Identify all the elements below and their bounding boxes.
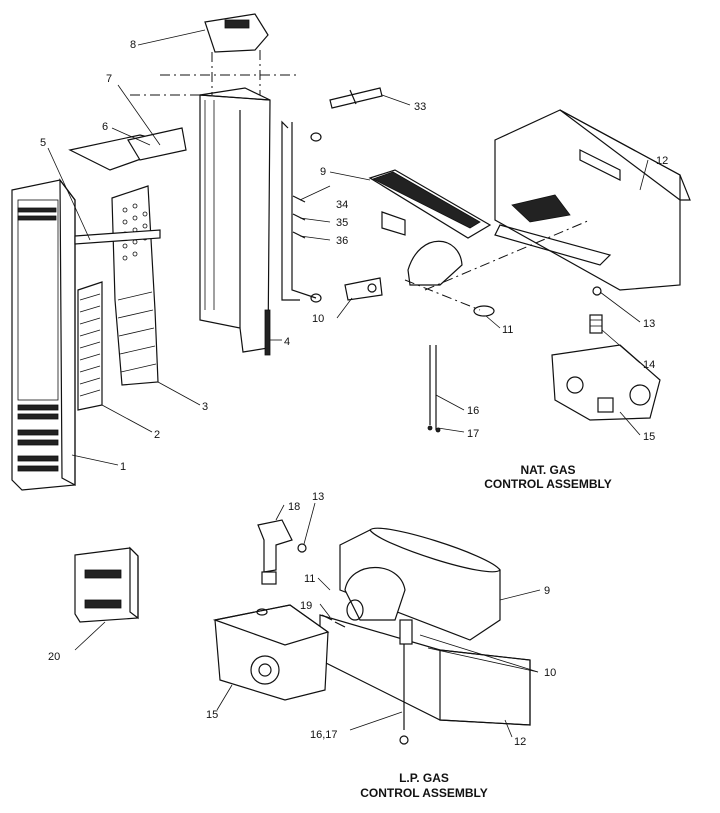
gasket-11 bbox=[473, 305, 495, 317]
callout-33: 33 bbox=[414, 101, 426, 113]
callout-12: 12 bbox=[656, 155, 668, 167]
nat-gas-caption-line1: NAT. GAS bbox=[520, 463, 575, 477]
callout-2: 2 bbox=[154, 429, 160, 441]
nat-fitting bbox=[589, 286, 603, 334]
callout-11: 11 bbox=[502, 324, 513, 336]
heat-exchanger-panel bbox=[111, 185, 159, 386]
callout-34: 34 bbox=[336, 199, 348, 211]
nat-orifice-bracket bbox=[344, 277, 383, 301]
cabinet-back bbox=[130, 74, 300, 353]
lp-callout-12: 12 bbox=[514, 736, 526, 748]
thermocouple-leads bbox=[427, 345, 441, 433]
lp-callout-18: 18 bbox=[288, 501, 300, 513]
lp-callout-16-17: 16,17 bbox=[310, 729, 338, 741]
lp-callout-11: 11 bbox=[304, 573, 315, 585]
lp-gas-valve bbox=[212, 604, 330, 701]
lp-thermocouple bbox=[399, 619, 413, 745]
callout-17: 17 bbox=[467, 428, 479, 440]
callout-14: 14 bbox=[643, 359, 655, 371]
callout-3: 3 bbox=[202, 401, 208, 413]
callout-6: 6 bbox=[102, 121, 108, 133]
callout-15: 15 bbox=[643, 431, 655, 443]
thermostat bbox=[74, 546, 139, 623]
lp-callout-13: 13 bbox=[312, 491, 324, 503]
lp-screws bbox=[321, 614, 346, 628]
lp-burner bbox=[339, 527, 501, 641]
lp-burner-box bbox=[319, 614, 531, 726]
igniter-33 bbox=[329, 87, 383, 109]
top-cap bbox=[204, 13, 269, 53]
callout-10: 10 bbox=[312, 313, 324, 325]
rod-4 bbox=[264, 309, 271, 356]
lp-seal-13 bbox=[297, 543, 307, 553]
callout-7: 7 bbox=[106, 73, 112, 85]
thermocouple-tube bbox=[281, 120, 322, 303]
burner-bracket bbox=[74, 229, 161, 245]
callout-1: 1 bbox=[120, 461, 126, 473]
nat-burner bbox=[368, 169, 492, 311]
callout-16: 16 bbox=[467, 405, 479, 417]
lp-callout-9: 9 bbox=[544, 585, 550, 597]
callout-8: 8 bbox=[130, 39, 136, 51]
grille bbox=[77, 281, 103, 411]
front-panel bbox=[11, 178, 76, 491]
screws-34-36 bbox=[292, 195, 306, 239]
lp-gas-caption-line1: L.P. GAS bbox=[399, 771, 449, 785]
baffle-bracket bbox=[68, 127, 187, 171]
nat-gas-caption-line2: CONTROL ASSEMBLY bbox=[484, 477, 612, 491]
callout-9: 9 bbox=[320, 166, 326, 178]
callout-4: 4 bbox=[284, 336, 290, 348]
leader-lines bbox=[47, 29, 649, 738]
captions: NAT. GAS CONTROL ASSEMBLY L.P. GAS CONTR… bbox=[360, 463, 612, 800]
front-panel-louvers-bottom bbox=[17, 404, 59, 472]
lp-callout-10: 10 bbox=[544, 667, 556, 679]
lp-gas-caption-line2: CONTROL ASSEMBLY bbox=[360, 786, 488, 800]
callout-5: 5 bbox=[40, 137, 46, 149]
callout-labels: 1 2 3 4 5 6 7 8 33 9 34 35 36 10 11 12 1… bbox=[40, 39, 668, 748]
lp-elbow-fitting bbox=[257, 519, 293, 585]
front-panel-louvers-top bbox=[17, 207, 57, 221]
burner-box bbox=[424, 109, 691, 291]
callout-20: 20 bbox=[48, 651, 60, 663]
lp-callout-15: 15 bbox=[206, 709, 218, 721]
callout-13: 13 bbox=[643, 318, 655, 330]
nat-gas-valve bbox=[551, 344, 661, 421]
callout-36: 36 bbox=[336, 235, 348, 247]
lp-callout-19: 19 bbox=[300, 600, 312, 612]
callout-35: 35 bbox=[336, 217, 348, 229]
